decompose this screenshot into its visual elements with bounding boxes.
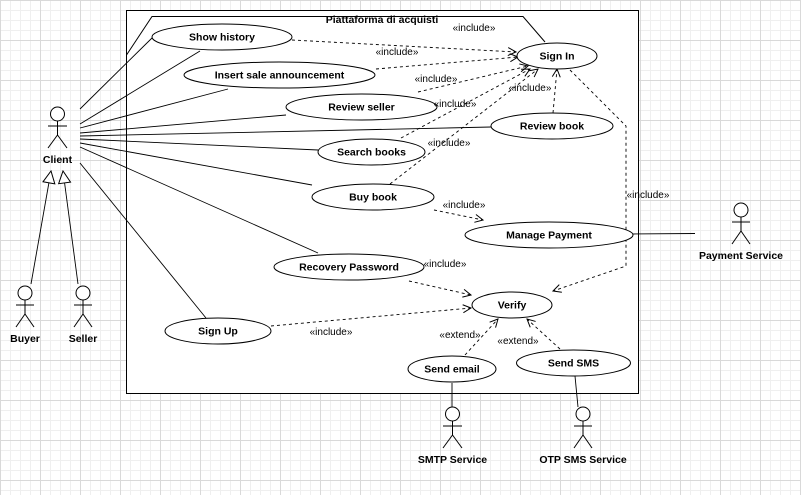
include-review-book-sign-in — [553, 69, 557, 114]
use-case-label: Verify — [498, 300, 527, 312]
use-case-review-book[interactable]: Review book — [490, 112, 614, 140]
include-buy-book-manage-payment — [433, 209, 483, 220]
actor-client[interactable] — [47, 106, 68, 149]
include-label: «include» — [310, 327, 353, 338]
client-associations — [79, 37, 696, 408]
use-cases: Show history Insert sale announcement Re… — [151, 23, 634, 383]
use-case-recovery-password[interactable]: Recovery Password — [273, 253, 425, 281]
extend-send-email-verify — [464, 319, 498, 356]
use-case-show-history[interactable]: Show history — [151, 23, 293, 51]
system-boundary-frame — [126, 16, 546, 56]
use-case-send-email[interactable]: Send email — [407, 355, 497, 383]
assoc-client-buy-book — [79, 142, 313, 186]
actors — [15, 106, 751, 449]
use-case-label: Send email — [424, 364, 480, 376]
assoc-client-insert-sale — [79, 88, 229, 129]
use-case-insert-sale-announcement[interactable]: Insert sale announcement — [183, 61, 376, 89]
actor-label-otp-sms-service: OTP SMS Service — [539, 454, 627, 466]
include-label: «include» — [627, 190, 670, 201]
use-case-label: Sign In — [540, 51, 575, 63]
actor-labels: Client Buyer Seller Payment Service SMTP… — [10, 154, 783, 466]
actor-label-payment-service: Payment Service — [699, 250, 783, 262]
include-review-seller-sign-in — [417, 66, 528, 93]
assoc-client-sign-up — [79, 162, 207, 319]
include-label: «include» — [443, 200, 486, 211]
relation-labels: «include» «include» «include» «include» … — [310, 23, 670, 347]
assoc-client-review-book — [79, 126, 492, 137]
include-label: «include» — [428, 138, 471, 149]
assoc-client-review-seller — [79, 114, 287, 134]
use-case-sign-in[interactable]: Sign In — [516, 42, 598, 70]
use-case-manage-payment[interactable]: Manage Payment — [464, 221, 634, 249]
include-label: «include» — [453, 23, 496, 34]
use-case-search-books[interactable]: Search books — [317, 138, 426, 166]
use-case-label: Manage Payment — [506, 230, 592, 242]
use-case-label: Insert sale announcement — [215, 70, 345, 82]
use-case-sign-up[interactable]: Sign Up — [164, 317, 272, 345]
actor-label-seller: Seller — [69, 333, 98, 345]
use-case-label: Recovery Password — [299, 262, 399, 274]
assoc-client-recovery-password — [79, 146, 319, 254]
assoc-client-show-history — [79, 37, 153, 110]
actor-label-buyer: Buyer — [10, 333, 40, 345]
include-search-books-sign-in — [400, 69, 530, 139]
extend-send-sms-verify — [527, 319, 561, 350]
include-recovery-verify — [408, 280, 471, 295]
system-title: Piattaforma di acquisti — [326, 14, 439, 26]
include-label: «include» — [509, 83, 552, 94]
actor-smtp-service[interactable] — [442, 406, 463, 449]
use-case-label: Search books — [337, 147, 406, 159]
use-case-label: Review seller — [328, 102, 395, 114]
include-buy-book-sign-in — [389, 69, 538, 185]
actor-label-smtp-service: SMTP Service — [418, 454, 487, 466]
assoc-payment-service — [632, 233, 696, 235]
use-case-label: Review book — [520, 121, 584, 133]
include-label: «include» — [424, 259, 467, 270]
extend-label: «extend» — [439, 330, 481, 341]
actor-payment-service[interactable] — [731, 202, 751, 245]
assoc-client-show-history-2 — [79, 50, 201, 125]
use-case-label: Show history — [189, 32, 255, 44]
use-case-label: Buy book — [349, 192, 397, 204]
gen-seller-client — [63, 171, 79, 285]
actor-label-client: Client — [43, 154, 73, 166]
use-case-review-seller[interactable]: Review seller — [285, 93, 438, 121]
actor-buyer[interactable] — [15, 285, 35, 328]
assoc-otp-sms-service — [574, 375, 579, 408]
actor-otp-sms-service[interactable] — [573, 406, 593, 449]
actor-seller[interactable] — [73, 285, 93, 328]
gen-buyer-client — [30, 171, 51, 285]
assoc-client-search-books — [79, 138, 319, 151]
use-case-verify[interactable]: Verify — [471, 291, 553, 319]
use-case-label: Send SMS — [548, 358, 599, 370]
use-case-send-sms[interactable]: Send SMS — [516, 349, 631, 377]
include-label: «include» — [376, 47, 419, 58]
use-case-buy-book[interactable]: Buy book — [311, 183, 435, 211]
use-case-label: Sign Up — [198, 326, 238, 338]
dependency-arrows — [270, 39, 627, 356]
generalizations — [30, 171, 79, 285]
include-label: «include» — [434, 99, 477, 110]
extend-label: «extend» — [497, 336, 539, 347]
include-label: «include» — [415, 74, 458, 85]
include-show-history-sign-in — [291, 39, 516, 52]
